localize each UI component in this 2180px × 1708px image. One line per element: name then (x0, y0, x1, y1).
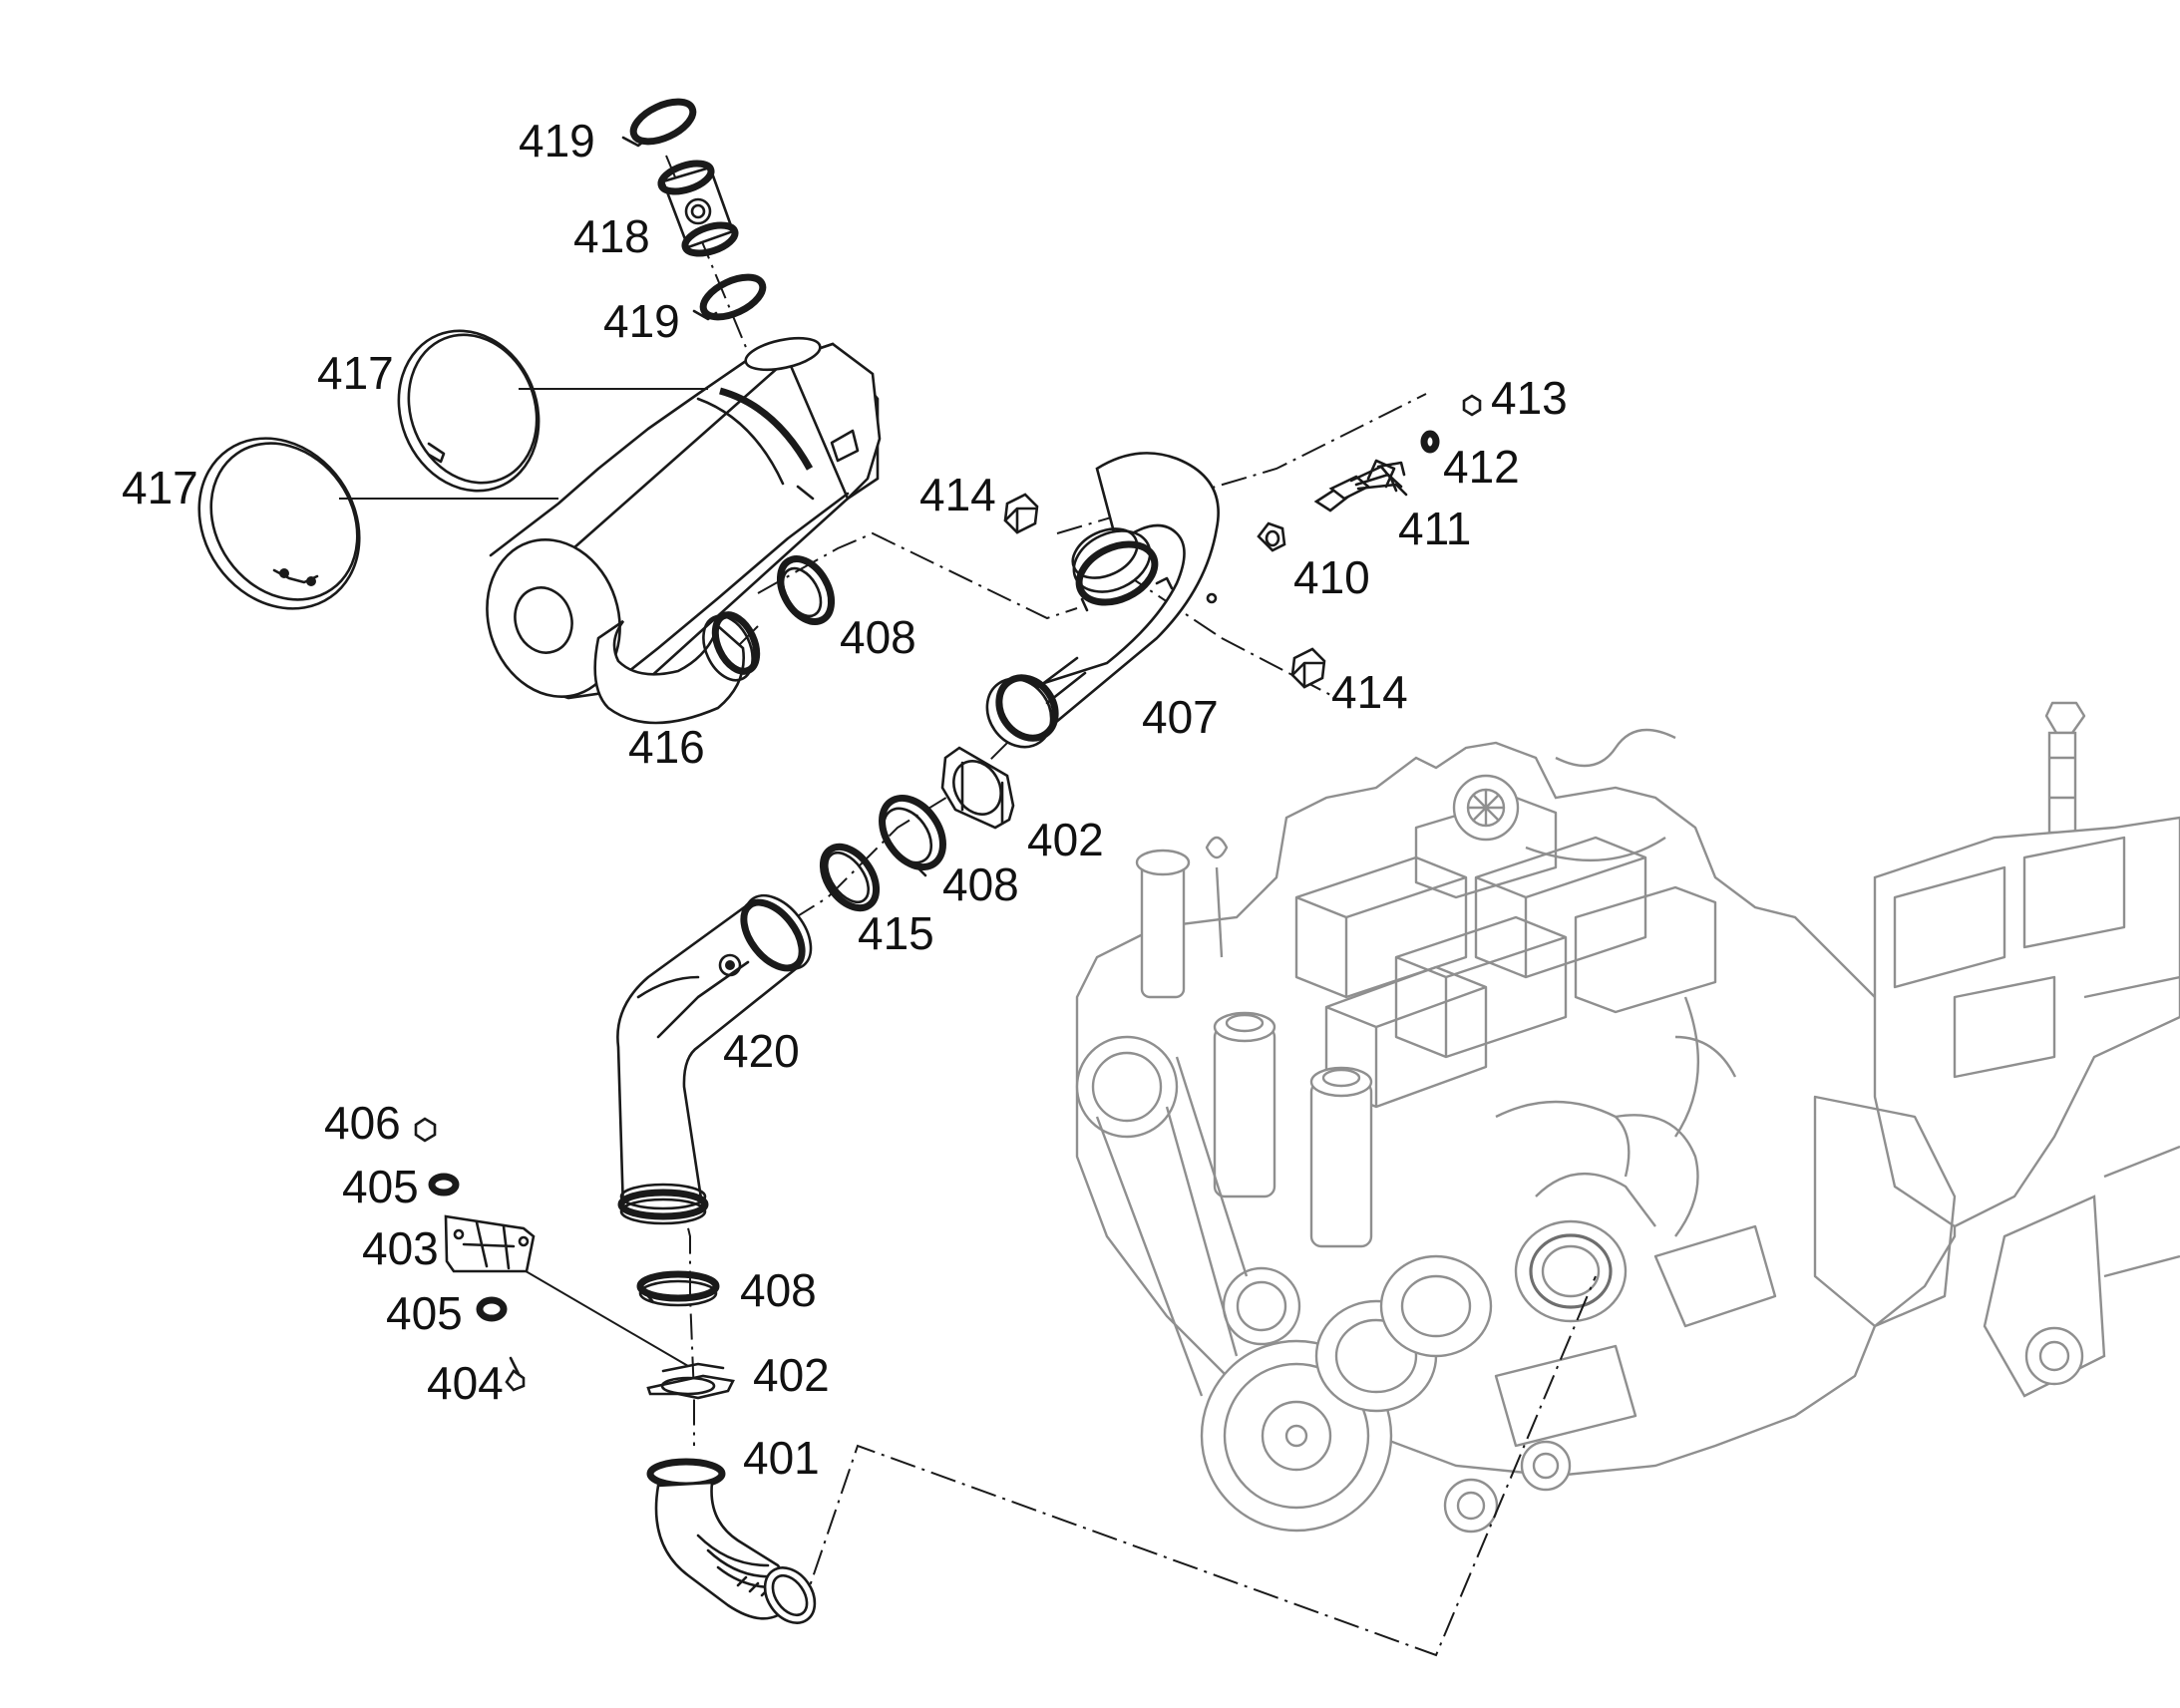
callout-415: 415 (858, 907, 934, 959)
callout-419-mid: 419 (603, 295, 680, 347)
callout-405-lower: 405 (386, 1287, 463, 1339)
part-406-nut (414, 1117, 437, 1143)
part-418-sleeve (657, 160, 739, 257)
part-403-bracket (444, 1214, 536, 1273)
part-408-lower-clamp (636, 1270, 720, 1307)
callout-403: 403 (362, 1222, 439, 1274)
callout-404: 404 (427, 1357, 504, 1409)
callout-401: 401 (743, 1432, 820, 1484)
callout-414-lower: 414 (1331, 666, 1408, 718)
part-405-upper-washer (428, 1173, 460, 1196)
exhaust-parts (197, 98, 1482, 1624)
callout-408-upper: 408 (840, 611, 916, 663)
part-415-ring (819, 843, 881, 912)
callout-408-lower: 408 (740, 1264, 817, 1316)
part-414-upper-nut (1003, 493, 1039, 534)
part-405-lower-washer (476, 1296, 508, 1322)
part-419-mid-clamp (692, 273, 767, 321)
part-413-nut (1462, 394, 1482, 417)
callout-413: 413 (1491, 372, 1568, 424)
part-412-washer (1420, 430, 1440, 454)
callout-419-top: 419 (519, 115, 595, 167)
part-417-lower-band (197, 437, 361, 610)
part-410-gasket (1257, 521, 1286, 552)
engine-assembly (1075, 701, 2180, 1534)
part-411-sensor (1313, 459, 1408, 512)
callout-402-upper: 402 (1027, 814, 1104, 865)
callout-410: 410 (1293, 551, 1370, 603)
oil-filters (1213, 1011, 1373, 1248)
part-402-upper-flange (940, 746, 1015, 830)
callout-412: 412 (1443, 441, 1520, 493)
part-408-mid-clamp (879, 794, 946, 877)
callout-417-lower: 417 (122, 462, 198, 513)
callout-411: 411 (1398, 503, 1471, 554)
callout-408-mid: 408 (942, 858, 1019, 910)
callout-407: 407 (1142, 691, 1219, 743)
part-402-lower-flange (646, 1362, 735, 1400)
part-408-upper-clamp (776, 555, 836, 625)
part-420-pipe (616, 893, 813, 1225)
callout-420: 420 (723, 1025, 800, 1077)
callout-labels: 419 418 419 417 417 413 412 411 414 410 … (122, 115, 1568, 1484)
part-401-elbow (646, 1458, 817, 1624)
callout-402-lower: 402 (753, 1349, 830, 1401)
part-419-top-clamp (621, 98, 697, 148)
callout-406: 406 (324, 1097, 401, 1149)
callout-418: 418 (573, 210, 650, 262)
part-417-upper-band (397, 329, 541, 493)
callout-414-upper: 414 (919, 469, 996, 520)
turbochargers (1314, 1100, 1656, 1413)
transmission-housing (1813, 816, 2180, 1398)
part-407-exhaust-pipe (985, 452, 1220, 749)
callout-416: 416 (628, 721, 705, 773)
callout-405-upper: 405 (342, 1161, 419, 1212)
part-404-bolt (505, 1356, 526, 1392)
part-414-lower-nut (1290, 647, 1326, 689)
callout-417-upper: 417 (317, 347, 394, 399)
part-416-muffler (486, 336, 882, 725)
